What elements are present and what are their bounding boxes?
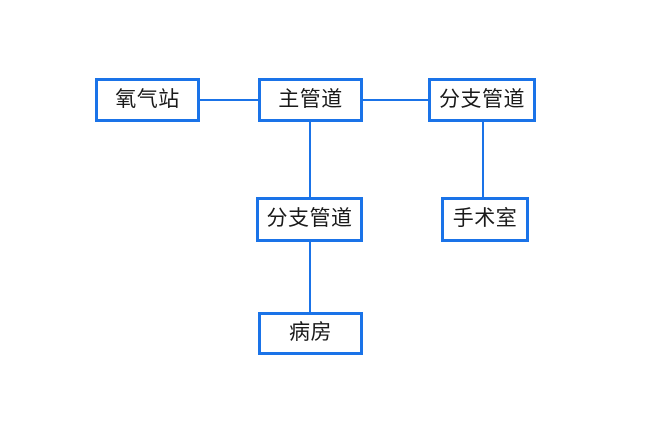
node-label-branch-pipeline-center: 分支管道 [266, 206, 353, 230]
node-branch-pipeline-right[interactable]: 分支管道 [428, 78, 536, 122]
node-branch-pipeline-center[interactable]: 分支管道 [256, 197, 363, 242]
node-label-main-pipeline: 主管道 [278, 86, 343, 111]
node-label-oxygen-station: 氧气站 [115, 86, 180, 111]
node-label-ward: 病房 [289, 320, 332, 344]
node-label-operating-room: 手术室 [452, 206, 518, 230]
node-label-branch-pipeline-right: 分支管道 [439, 86, 525, 111]
node-operating-room[interactable]: 手术室 [441, 197, 529, 242]
node-ward[interactable]: 病房 [258, 312, 363, 355]
node-oxygen-station[interactable]: 氧气站 [95, 78, 200, 122]
node-main-pipeline[interactable]: 主管道 [258, 78, 363, 122]
